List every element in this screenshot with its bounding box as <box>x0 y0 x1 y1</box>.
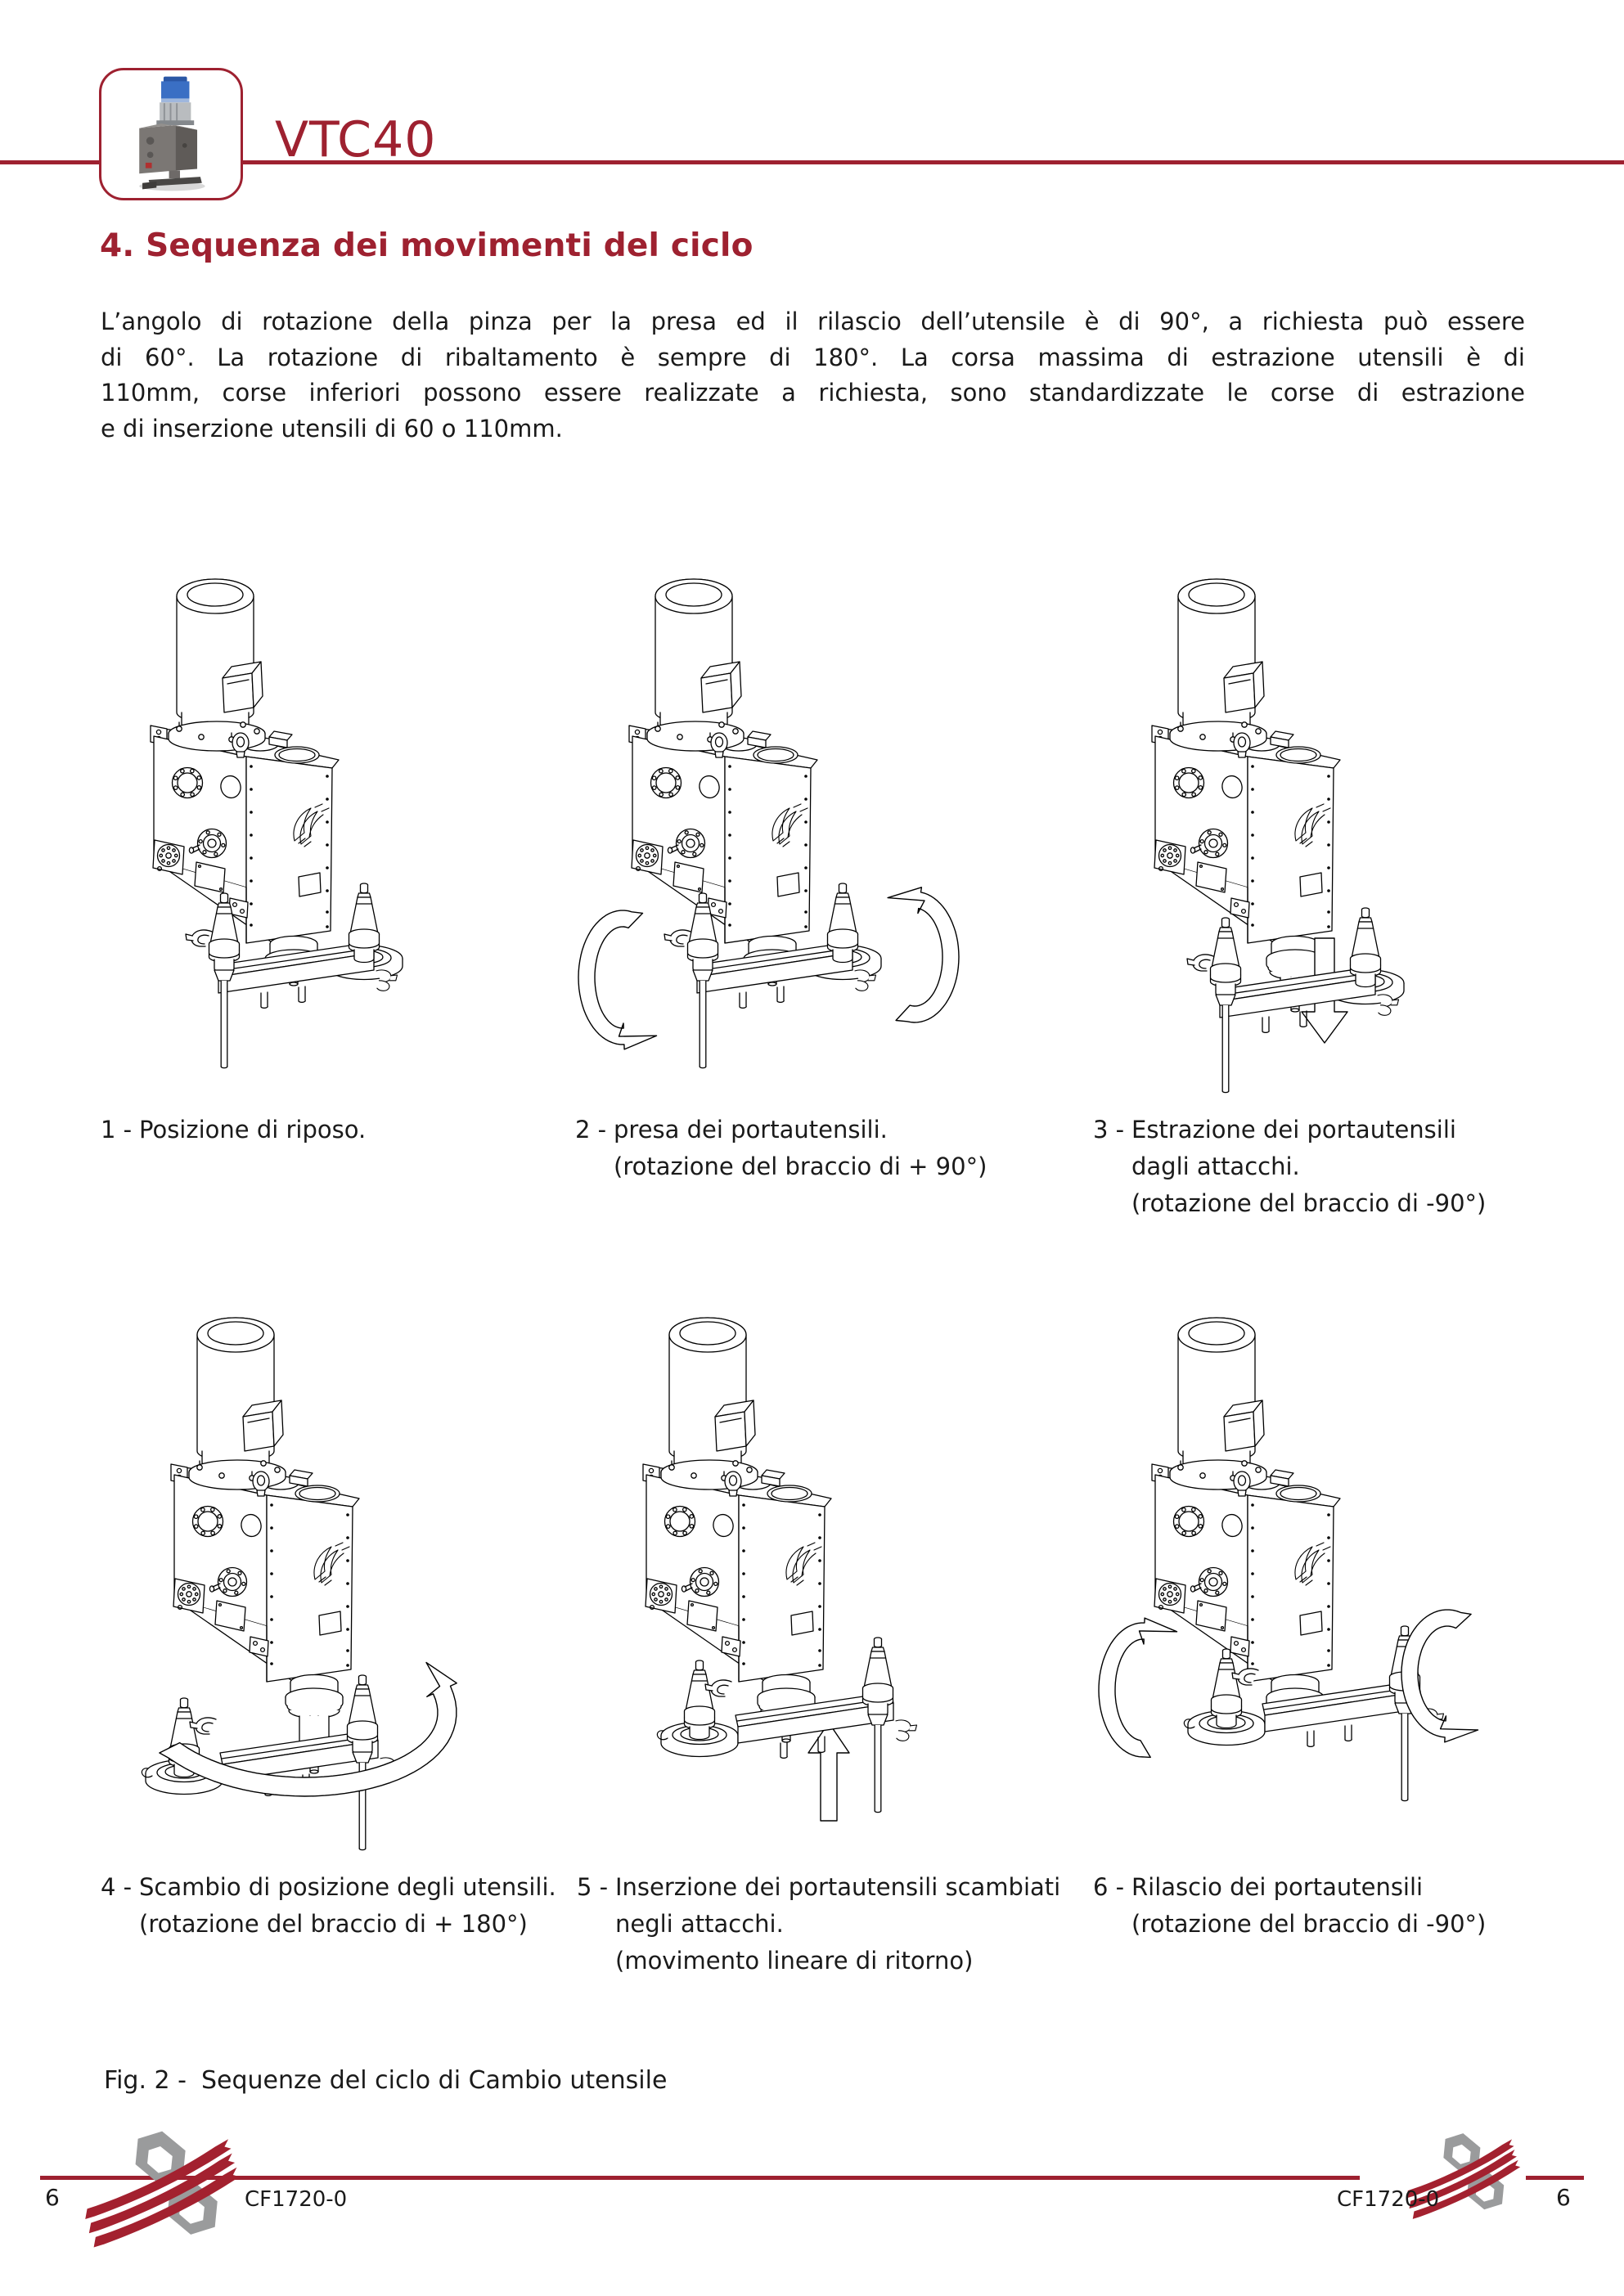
figure-caption-line: (rotazione del braccio di + 180°) <box>139 1910 528 1938</box>
figure-2-illustration <box>578 578 960 1141</box>
up-arrow-icon <box>808 1722 850 1822</box>
figure-label: Fig. 2 -Sequenze del ciclo di Cambio ute… <box>104 2066 668 2095</box>
rotation-arrow-left-icon <box>1098 1617 1178 1759</box>
figure-number: 2 - <box>575 1116 607 1144</box>
product-code: VTC40 <box>275 111 437 168</box>
figure-number: 6 - <box>1093 1873 1125 1901</box>
footer-rule <box>40 2176 1360 2180</box>
page-number-right: 6 <box>1556 2184 1571 2211</box>
doc-code-right: CF1720-0 <box>1337 2187 1440 2212</box>
footer-rule-right <box>1526 2176 1584 2180</box>
figure-number: 1 - <box>101 1116 133 1144</box>
figure-caption-line: Rilascio dei portautensili <box>1131 1873 1424 1901</box>
section-title: 4. Sequenza dei movimenti del ciclo <box>100 227 754 264</box>
header-rule-left <box>0 160 99 164</box>
doc-code-left: CF1720-0 <box>245 2187 348 2212</box>
figure-4-illustration <box>141 1317 457 1880</box>
paragraph-line: e di inserzione utensili di 60 o 110mm. <box>101 414 563 443</box>
figure-caption-line: (rotazione del braccio di + 90°) <box>614 1152 987 1180</box>
figure-caption-line: (rotazione del braccio di -90°) <box>1131 1910 1487 1938</box>
paragraph-line: L’angolo di rotazione della pinza per la… <box>101 308 1525 335</box>
figure-number: 3 - <box>1093 1116 1125 1144</box>
rotation-arrow-180-icon <box>159 1661 457 1797</box>
figure-3-caption: 3 -Estrazione dei portautensili dagli att… <box>1093 1112 1486 1222</box>
body-paragraph: L’angolo di rotazione della pinza per la… <box>101 304 1525 447</box>
figure-caption-line: presa dei portautensili. <box>614 1116 888 1144</box>
paragraph-line: di 60°. La rotazione di ribaltamento è s… <box>101 343 1525 371</box>
figure-caption-line: dagli attacchi. <box>1131 1152 1300 1180</box>
rotation-arrow-right-icon <box>887 887 960 1023</box>
page-number-left: 6 <box>45 2184 60 2211</box>
figure-caption-line: Scambio di posizione degli utensili. <box>139 1873 556 1901</box>
rotation-arrow-right-icon <box>1401 1609 1479 1743</box>
figure-2-caption: 2 -presa dei portautensili. (rotazione de… <box>575 1112 987 1185</box>
figure-caption-line: Inserzione dei portautensili scambiati <box>615 1873 1061 1901</box>
figure-number: 5 - <box>577 1873 609 1901</box>
figure-6-caption: 6 -Rilascio dei portautensili (rotazione … <box>1093 1869 1486 1943</box>
company-logo-right <box>1406 2129 1521 2219</box>
figure-5-illustration <box>642 1317 918 1822</box>
figure-5-caption: 5 -Inserzione dei portautensili scambiat… <box>577 1869 1060 1979</box>
header-logo-box <box>99 68 243 200</box>
paragraph-line: 110mm, corse inferiori possono essere re… <box>101 379 1525 407</box>
machine-photo <box>139 76 205 191</box>
figure-caption-line: negli attacchi. <box>615 1910 784 1938</box>
figure-3-illustration <box>1151 578 1405 1141</box>
header-rule-right <box>243 160 1624 164</box>
figure-caption-line: (movimento lineare di ritorno) <box>615 1947 974 1975</box>
figure-1-caption: 1 -Posizione di riposo. <box>101 1112 366 1148</box>
rotation-arrow-left-icon <box>578 910 658 1050</box>
figure-number: 4 - <box>101 1873 133 1901</box>
figure-1-illustration <box>150 578 403 1141</box>
figure-6-illustration <box>1098 1317 1479 1880</box>
figure-4-caption: 4 -Scambio di posizione degli utensili. (… <box>101 1869 556 1943</box>
figure-caption-line: Posizione di riposo. <box>139 1116 367 1144</box>
figure-caption-line: Estrazione dei portautensili <box>1131 1116 1456 1144</box>
figure-caption-line: (rotazione del braccio di -90°) <box>1131 1189 1487 1217</box>
